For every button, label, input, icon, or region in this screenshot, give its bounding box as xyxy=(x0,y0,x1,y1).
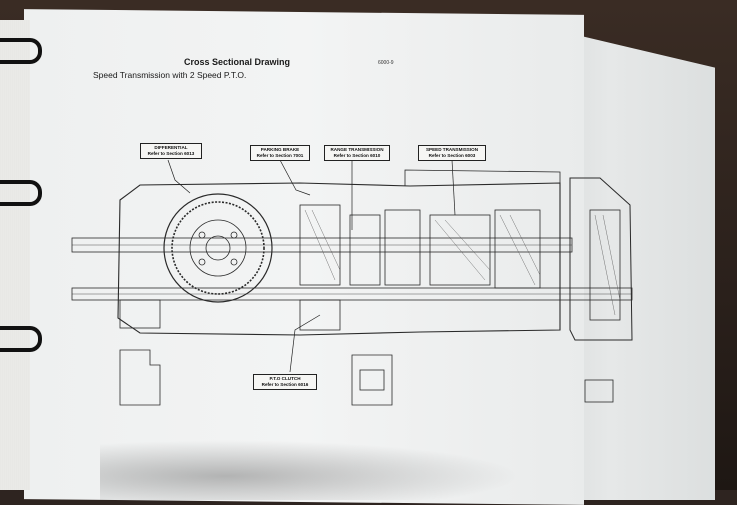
page-subtitle: Speed Transmission with 2 Speed P.T.O. xyxy=(93,70,247,80)
cross-section-drawing xyxy=(167,159,621,373)
binder-page-edges xyxy=(0,20,30,490)
hand-shadow xyxy=(100,440,520,500)
page-title: Cross Sectional Drawing xyxy=(184,57,291,67)
page-code: 6000-9 xyxy=(378,60,394,66)
binder-ring-icon xyxy=(0,38,42,64)
binder-ring-icon xyxy=(0,180,42,206)
binder-ring-icon xyxy=(0,326,42,352)
